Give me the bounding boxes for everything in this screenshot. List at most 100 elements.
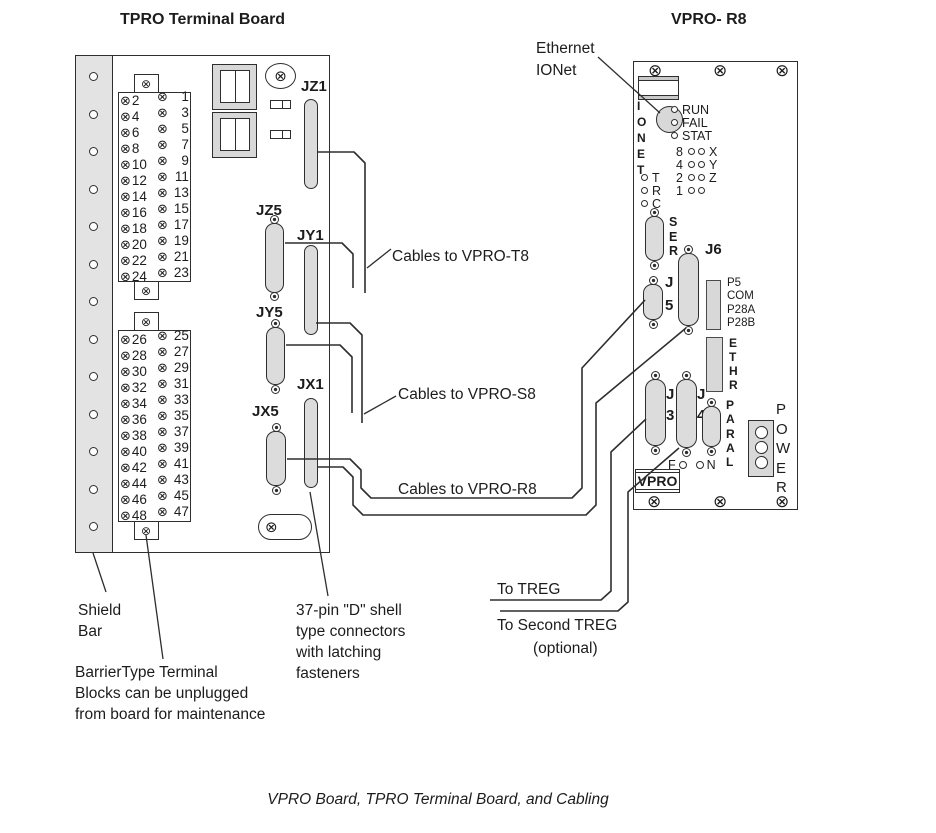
terminal-number: 34 [131, 395, 147, 411]
connector-label-jz1: JZ1 [301, 78, 327, 95]
vpro-board-title: VPRO- R8 [671, 11, 747, 28]
terminal-row: ⊗27 [157, 343, 189, 359]
terminal-row: ⊗41 [157, 455, 189, 471]
terminal-row: ⊗22 [120, 252, 147, 268]
led-icon [688, 174, 695, 181]
led-icon [698, 174, 705, 181]
terminal-number: 47 [173, 503, 189, 519]
power-letter: P [776, 401, 787, 418]
label-line: from board for maintenance [75, 706, 266, 723]
paral-letter: A [726, 440, 735, 455]
p5-power-label: P5 [727, 277, 742, 289]
terminal-row: ⊗10 [120, 156, 147, 172]
tpro-board-outline [75, 55, 330, 553]
terminal-number: 18 [131, 220, 147, 236]
shield-bar-hole [89, 72, 98, 81]
connector-jx5 [266, 431, 286, 486]
screw-terminal-icon: ⊗ [157, 200, 168, 216]
screw-terminal-icon: ⊗ [120, 427, 131, 443]
terminal-row: ⊗35 [157, 407, 189, 423]
screw-terminal-icon: ⊗ [157, 248, 168, 264]
dshell-screw-icon [650, 261, 659, 270]
terminal-number: 14 [131, 188, 147, 204]
dshell-screw-icon [651, 446, 660, 455]
led-label: RUN [682, 102, 710, 117]
label-letter: 3 [666, 407, 675, 424]
led-icon [688, 148, 695, 155]
to-treg-label: To TREG [497, 581, 561, 598]
connector-label-j4: J4 [697, 384, 705, 426]
connector-paral [702, 406, 721, 447]
dshell-screw-icon [707, 447, 716, 456]
label-letter: 4 [697, 405, 705, 426]
screw-terminal-icon: ⊗ [157, 343, 168, 359]
pointer-cables-t8 [366, 248, 392, 269]
terminal-row: ⊗15 [157, 200, 189, 216]
shield-bar-hole [89, 297, 98, 306]
terminal-number: 16 [131, 204, 147, 220]
terminal-number: 38 [131, 427, 147, 443]
terminal-number: 33 [173, 391, 189, 407]
led-label: STAT [682, 128, 713, 143]
terminal-number: 32 [131, 379, 147, 395]
screw-terminal-icon: ⊗ [120, 188, 131, 204]
connector-j5 [643, 284, 663, 320]
power-pin [755, 456, 768, 469]
screw-terminal-icon: ⊗ [157, 216, 168, 232]
terminal-number: 36 [131, 411, 147, 427]
board-screw-icon: ⊗ [775, 492, 790, 511]
shield-bar-hole [89, 334, 98, 344]
led-icon [698, 187, 705, 194]
terminal-row: ⊗16 [120, 204, 147, 220]
terminal-number: 1 [181, 88, 189, 104]
terminal-number: 28 [131, 347, 147, 363]
shield-bar-hole [89, 522, 98, 531]
terminal-block-top-body [118, 92, 191, 282]
board-screw-icon: ⊗ [713, 492, 728, 511]
ethr-letter: E [729, 336, 738, 350]
terminal-row: ⊗11 [157, 168, 189, 184]
stub-divider [282, 101, 284, 108]
p5-power-label: P28B [727, 316, 756, 329]
terminal-row: ⊗9 [157, 152, 189, 168]
led-label: T [652, 170, 660, 185]
terminal-number: 5 [181, 120, 189, 136]
connector-label-j6: J6 [705, 241, 722, 258]
screw-terminal-icon: ⊗ [157, 439, 168, 455]
trc-led-row: T [641, 170, 661, 185]
terminal-row: ⊗23 [157, 264, 189, 280]
terminal-number: 21 [173, 248, 189, 264]
screw-terminal-icon: ⊗ [157, 168, 168, 184]
connector-label-jx1: JX1 [297, 376, 324, 393]
terminal-number: 25 [173, 327, 189, 343]
label-line: Shield [78, 602, 122, 619]
screw-terminal-icon: ⊗ [157, 104, 168, 120]
relay-divider [235, 119, 236, 150]
terminal-row: ⊗42 [120, 459, 147, 475]
terminal-number: 24 [131, 268, 147, 284]
terminal-row: ⊗34 [120, 395, 147, 411]
screw-terminal-icon: ⊗ [120, 108, 131, 124]
label-line: 37-pin "D" shell [296, 602, 402, 619]
screw-terminal-icon: ⊗ [120, 395, 131, 411]
screw-terminal-icon: ⊗ [157, 471, 168, 487]
status-led-row: FAIL [671, 116, 712, 130]
terminal-number: 35 [173, 407, 189, 423]
label-line: type connectors [296, 623, 406, 640]
connector-j4 [676, 379, 697, 448]
terminal-number: 20 [131, 236, 147, 252]
dshell-screw-icon [270, 292, 279, 301]
label-line: fasteners [296, 665, 360, 682]
connector-jx1 [304, 398, 318, 488]
pointer-barrier-blocks [145, 534, 164, 660]
terminal-number: 44 [131, 475, 147, 491]
address-letter: Z [709, 170, 717, 185]
connector-jz1 [304, 99, 318, 189]
